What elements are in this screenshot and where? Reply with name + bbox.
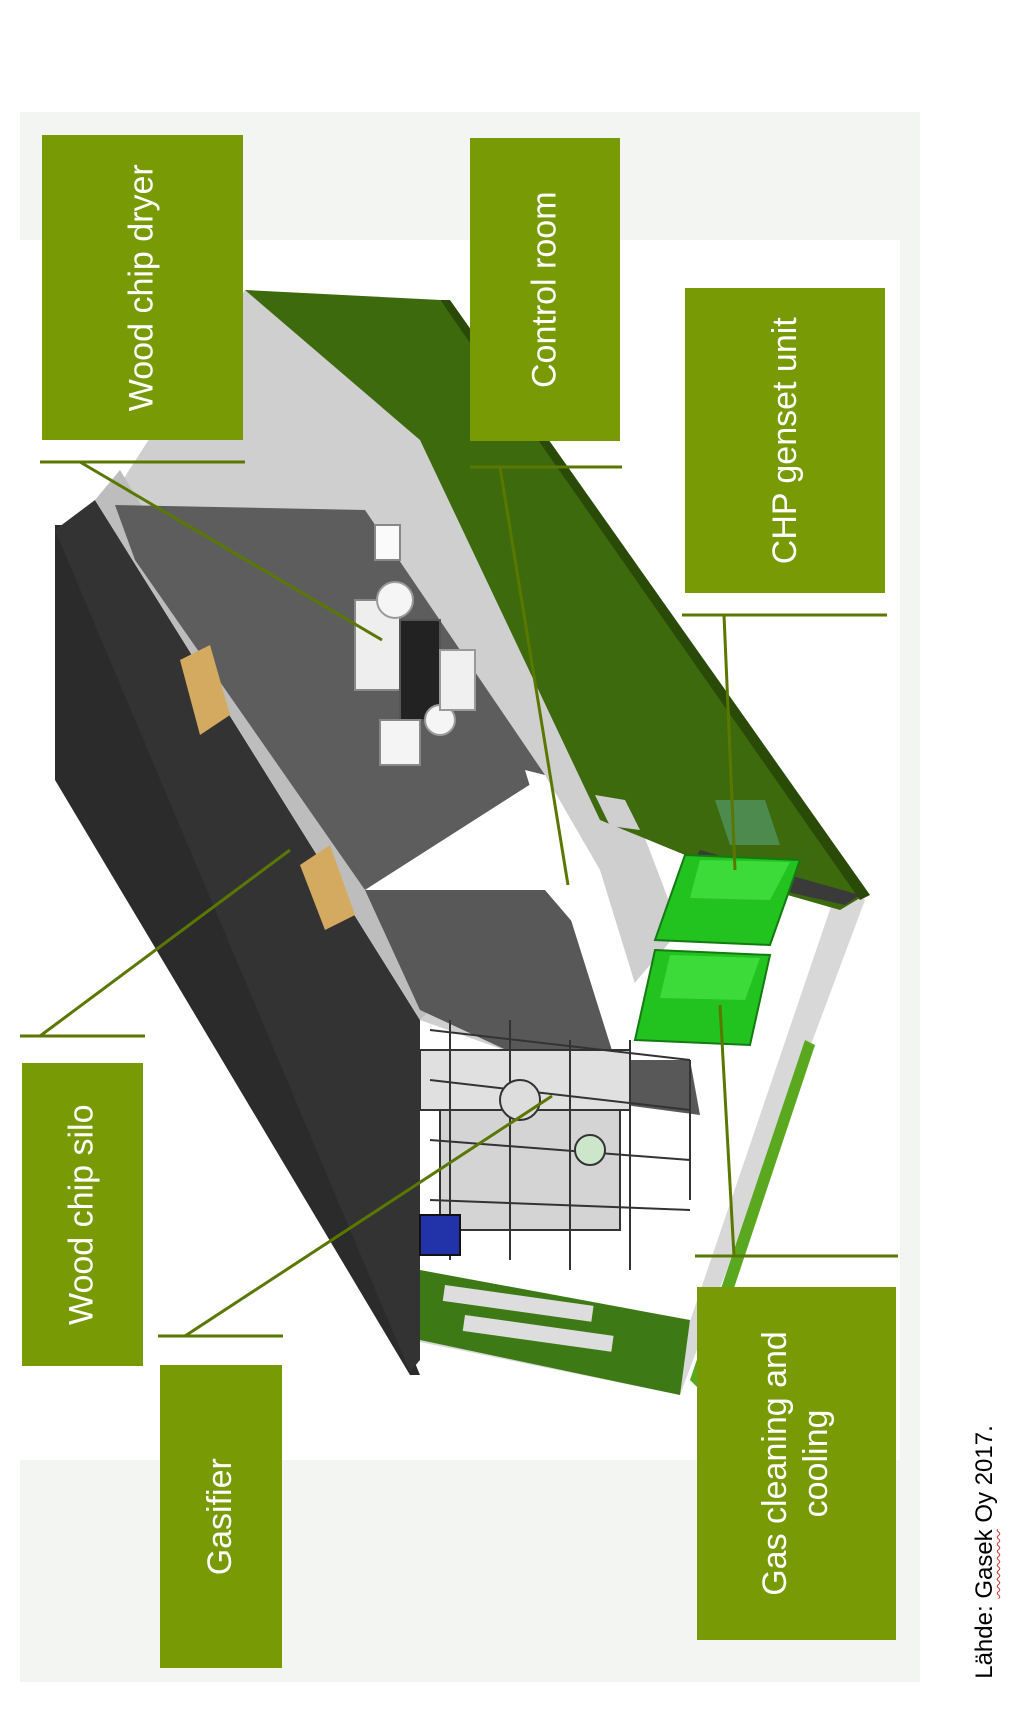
control-room-floor (365, 775, 640, 1000)
leader-control (498, 466, 570, 886)
label-wood-chip-dryer-text: Wood chip dryer (122, 164, 161, 411)
leader-silo (39, 848, 291, 1038)
label-gasifier-text: Gasifier (201, 1457, 240, 1576)
label-wood-chip-dryer: Wood chip dryer (42, 135, 243, 440)
label-wood-chip-silo: Wood chip silo (22, 1063, 143, 1366)
label-gasifier: Gasifier (160, 1365, 282, 1668)
dryer-floor (115, 505, 545, 890)
source-company: Gasek (971, 1529, 998, 1599)
silo-wall-face (55, 500, 420, 1372)
hatch-lower (300, 845, 355, 930)
label-chp-genset-unit-text: CHP genset unit (765, 317, 804, 564)
label-gas-cleaning-cooling-text: Gas cleaning and cooling (755, 1331, 838, 1596)
roof-light-panel (595, 795, 640, 830)
chp-genset (633, 853, 802, 1047)
hatch-upper (180, 645, 230, 735)
gasifier-machinery (419, 1020, 691, 1270)
gas-cleaning-line-1: Gas cleaning and (756, 1331, 795, 1596)
label-chp-genset-unit: CHP genset unit (685, 288, 885, 593)
label-control-room-text: Control room (525, 191, 564, 388)
wall-vent-2 (462, 1315, 614, 1352)
green-roof-edge (440, 300, 870, 900)
leader-gasifier (184, 1094, 553, 1338)
source-caption: Lähde: Gasek Oy 2017. (971, 1425, 999, 1679)
leader-chp (722, 614, 737, 871)
label-wood-chip-silo-text: Wood chip silo (62, 1104, 101, 1325)
gas-cleaning-line-2: cooling (797, 1409, 836, 1518)
source-suffix: Oy 2017. (971, 1425, 998, 1530)
green-roof (245, 290, 865, 910)
label-control-room: Control room (470, 138, 620, 441)
source-prefix: Lähde: (971, 1598, 998, 1679)
wall-vent-1 (442, 1285, 594, 1322)
label-gas-cleaning-cooling: Gas cleaning and cooling (697, 1287, 896, 1640)
leader-dryer (79, 460, 383, 642)
leader-gascleaning (718, 1004, 736, 1257)
white-wall (525, 770, 690, 1060)
dryer-equipment (354, 524, 476, 766)
